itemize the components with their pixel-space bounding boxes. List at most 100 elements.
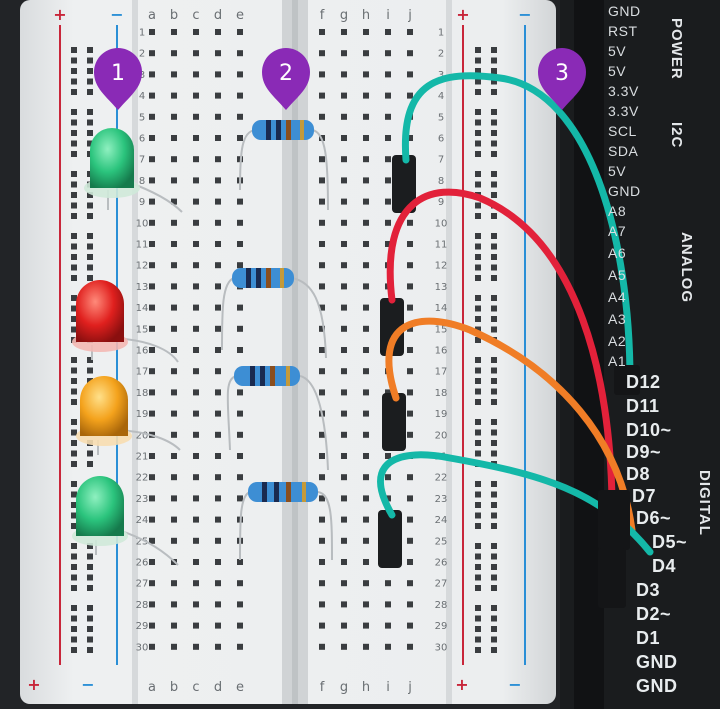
rail-hole — [475, 543, 481, 549]
row-number: 12 — [435, 261, 448, 272]
rail-hole — [87, 585, 93, 591]
breadboard-hole — [215, 71, 221, 78]
breadboard-hole — [215, 601, 221, 608]
row-numbers-left: 1234567891011121314151617181920212223242… — [136, 28, 149, 654]
breadboard-hole — [363, 453, 369, 459]
rail-hole — [87, 192, 93, 198]
rail-hole — [475, 264, 481, 271]
breadboard-hole — [341, 643, 347, 650]
rail-hole — [491, 181, 497, 188]
breadboard-hole — [237, 389, 243, 396]
rail-hole — [87, 57, 93, 64]
breadboard-hole — [363, 580, 369, 587]
breadboard-hole — [385, 156, 391, 163]
breadboard-hole — [215, 241, 221, 247]
breadboard-hole — [149, 325, 155, 332]
breadboard-hole — [215, 198, 221, 205]
rail-hole — [475, 140, 481, 147]
row-number: 11 — [136, 240, 149, 251]
row-number: 4 — [139, 91, 145, 102]
led-green-1 — [84, 128, 140, 198]
breadboard-hole — [363, 643, 369, 650]
breadboard-hole — [407, 92, 413, 99]
rail-hole — [87, 553, 93, 560]
rail-hole — [71, 316, 77, 322]
rail-hole — [491, 574, 497, 581]
row-number: 3 — [139, 70, 145, 81]
rail-hole — [71, 450, 77, 457]
row-number: 2 — [139, 49, 145, 60]
rail-hole — [71, 140, 77, 147]
breadboard-hole — [215, 325, 221, 332]
rail-hole — [87, 367, 93, 374]
rail-hole — [87, 574, 93, 581]
marker-label: 3 — [555, 61, 569, 86]
rail-minus-sign: − — [81, 675, 94, 694]
breadboard-hole — [171, 29, 177, 35]
breadboard-hole — [385, 92, 391, 99]
rail-hole — [475, 605, 481, 611]
rail-hole — [491, 275, 497, 281]
breadboard-hole — [407, 135, 413, 141]
rail-hole — [475, 388, 481, 395]
breadboard-hole — [237, 559, 243, 565]
row-number: 18 — [435, 388, 448, 399]
breadboard-hole — [407, 304, 413, 311]
row-number: 8 — [438, 176, 444, 187]
rail-hole — [71, 68, 77, 74]
column-letter: d — [214, 8, 222, 23]
wire-teal-1 — [401, 72, 634, 384]
rail-hole — [475, 181, 481, 188]
breadboard-hole — [407, 601, 413, 608]
breadboard-hole — [363, 325, 369, 332]
rail-hole — [87, 78, 93, 85]
column-letter: g — [340, 8, 348, 23]
row-number: 5 — [438, 112, 444, 123]
rail-hole — [491, 450, 497, 457]
breadboard-hole — [215, 283, 221, 290]
breadboard-hole — [341, 410, 347, 417]
breadboard-hole — [193, 474, 199, 481]
breadboard-hole — [319, 113, 325, 120]
breadboard-hole — [407, 495, 413, 502]
breadboard-hole — [385, 622, 391, 629]
pin-label: D4 — [652, 556, 676, 576]
breadboard-hole — [171, 262, 177, 269]
row-number: 22 — [435, 473, 448, 484]
rail-hole — [87, 140, 93, 147]
breadboard-hole — [171, 304, 177, 311]
rail-hole — [87, 109, 93, 115]
rail-hole — [71, 481, 77, 487]
row-number: 8 — [139, 176, 145, 187]
column-letter: d — [214, 680, 222, 695]
pin-label: A2 — [608, 333, 626, 349]
breadboard-hole — [385, 580, 391, 587]
pin-label: D6~ — [636, 508, 671, 528]
rail-hole — [71, 502, 77, 508]
breadboard-hole — [319, 325, 325, 332]
breadboard-hole — [149, 304, 155, 311]
section-label-analog: ANALOG — [678, 232, 695, 303]
column-letter: f — [320, 8, 325, 23]
column-letter: j — [407, 8, 412, 23]
rail-hole — [491, 388, 497, 395]
breadboard-hole — [341, 389, 347, 396]
row-number: 20 — [435, 430, 448, 441]
breadboard-hole — [171, 325, 177, 332]
row-number: 23 — [136, 494, 149, 505]
pin-label: 5V — [608, 63, 626, 79]
breadboard-hole — [149, 389, 155, 396]
breadboard-hole — [171, 453, 177, 459]
row-number: 28 — [136, 600, 149, 611]
pin-label: D8 — [626, 464, 650, 484]
breadboard-hole — [385, 389, 391, 396]
marker-label: 2 — [279, 61, 293, 86]
rail-hole — [475, 481, 481, 487]
pin-label: SDA — [608, 143, 638, 159]
breadboard-hole — [385, 135, 391, 141]
rail-hole — [71, 585, 77, 591]
breadboard-hole — [149, 622, 155, 629]
rail-hole — [475, 647, 481, 653]
breadboard-hole — [407, 516, 413, 523]
pin-label: 3.3V — [608, 83, 639, 99]
